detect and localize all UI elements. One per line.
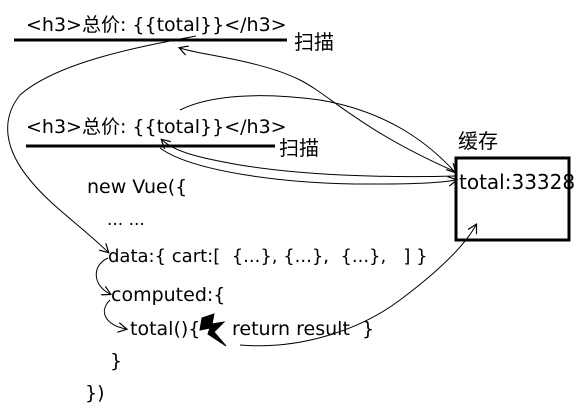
scan-label-top: 扫描 (294, 30, 334, 54)
code-line-6: return result } (232, 318, 375, 340)
arrow-bottom-template-to-cache (179, 95, 455, 172)
arrow-computed-to-total (104, 299, 126, 329)
arrow-top-template-to-data (7, 35, 197, 252)
code-line-8: }) (85, 382, 105, 404)
lightning-bolt-icon (199, 313, 227, 347)
arrow-cache-to-bottom-template (162, 140, 457, 178)
code-line-1: new Vue({ (87, 176, 188, 198)
code-line-2: ... ... (107, 210, 145, 230)
cache-box (454, 156, 571, 242)
arrow-cache-to-top-template (180, 48, 457, 173)
arrow-result-to-cache (239, 225, 476, 347)
scan-label-bottom: 扫描 (279, 136, 319, 160)
code-line-7: } (110, 350, 123, 372)
arrow-scan-to-cache (159, 147, 456, 184)
arrow-data-to-computed (95, 257, 110, 294)
template-line-bottom: <h3>总价: {{total}}</h3> (26, 116, 287, 138)
code-line-4: computed:{ (111, 284, 226, 306)
code-line-5: total(){ (130, 318, 201, 340)
template-line-top: <h3>总价: {{total}}</h3> (26, 14, 287, 36)
cache-content: total:33328 (459, 170, 576, 194)
cache-label: 缓存 (458, 129, 498, 153)
code-line-3: data:{ cart:[ {...}, {...}, {...}, ] } (108, 246, 428, 267)
